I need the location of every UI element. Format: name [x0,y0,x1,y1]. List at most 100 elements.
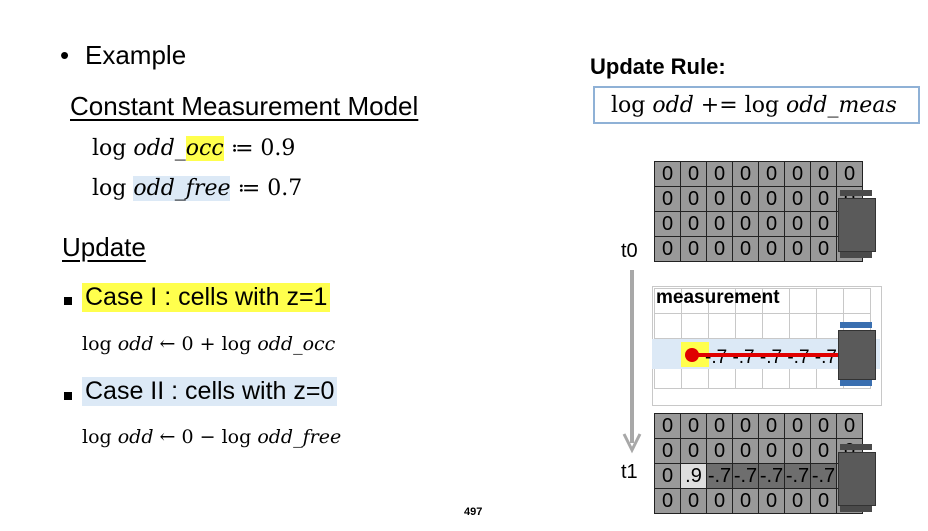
case2-var: odd_free [257,426,342,448]
occ-formula: log odd_occ ≔ 0.9 [92,136,295,161]
case1-label: Case I : cells with z=1 [82,283,331,312]
grid-cell: 0 [758,488,785,514]
grid-cell: 0 [680,236,707,262]
grid-cell: -.7 [732,463,759,489]
grid-cell: 0 [654,438,681,464]
grid-cell: 0 [732,211,759,237]
case2-op: ← 0 − log [159,426,252,448]
grid-cell: -.7 [810,463,837,489]
grid-cell: 0 [784,161,811,187]
case1-var: odd_occ [257,333,336,355]
grid-cell: 0 [680,413,707,439]
grid-cell: 0 [810,413,837,439]
grid-cell: 0 [784,438,811,464]
occ-value: ≔ 0.9 [230,136,296,161]
grid-cell: 0 [758,236,785,262]
grid-cell: -.7 [784,463,811,489]
free-log-text: log [92,176,127,201]
laser-beam-icon [685,348,848,362]
grid-cell: 0 [706,413,733,439]
grid-cell: 0 [680,488,707,514]
robot-icon [838,444,878,516]
case2-label: Case II : cells with z=0 [82,377,338,406]
grid-cell: 0 [810,236,837,262]
free-value: ≔ 0.7 [237,176,303,201]
grid-cell: 0 [758,211,785,237]
grid-cell: .9 [680,463,707,489]
grid-cell: 0 [706,488,733,514]
grid-cell: 0 [706,161,733,187]
grid-cell [654,313,682,339]
grid-cell: 0 [784,236,811,262]
grid-cell: 0 [706,211,733,237]
grid-cell [708,313,736,339]
t1-label: t1 [621,461,638,483]
grid-cell: 0 [654,413,681,439]
grid-cell [843,288,871,314]
grid-cell: 0 [654,161,681,187]
model-heading: Constant Measurement Model [70,91,419,121]
occ-var-highlight: occ [185,136,224,161]
case2-log: log [82,426,112,448]
measurement-label: measurement [656,287,780,308]
grid-cell: 0 [758,161,785,187]
grid-cell: 0 [732,488,759,514]
grid-t0: 00000000000000000000000000000000 [654,161,863,262]
grid-cell: 0 [654,236,681,262]
grid-cell: 0 [810,211,837,237]
grid-cell: 0 [758,438,785,464]
example-heading: Example [85,40,187,70]
case2-odd: odd [117,426,154,448]
square-bullet-icon [64,297,72,305]
grid-cell: 0 [810,186,837,212]
grid-cell: 0 [680,438,707,464]
free-formula: log odd_free ≔ 0.7 [92,176,302,201]
grid-cell: 0 [784,186,811,212]
grid-cell: 0 [680,186,707,212]
grid-cell: 0 [654,186,681,212]
grid-cell: 0 [732,161,759,187]
square-bullet-icon [64,392,72,400]
grid-cell [735,313,763,339]
grid-cell: -.7 [706,463,733,489]
case2-formula: log odd ← 0 − log odd_free [82,426,341,448]
grid-cell [789,313,817,339]
t0-label: t0 [621,240,638,262]
case1-odd: odd [117,333,154,355]
update-rule-box: log odd += log odd_meas [593,86,920,124]
grid-cell: 0 [836,161,863,187]
grid-cell: 0 [732,413,759,439]
case1-formula: log odd ← 0 + log odd_occ [82,333,335,355]
grid-cell: 0 [732,186,759,212]
grid-cell: 0 [680,211,707,237]
robot-icon [838,190,878,262]
grid-cell: 0 [706,236,733,262]
time-arrow-icon [622,270,642,454]
grid-cell [762,313,790,339]
measurement-values: -.7 -.7 -.7 -.7 -.7 [705,347,837,368]
case1-op: ← 0 + log [159,333,252,355]
robot-icon [838,322,878,386]
update-heading: Update [62,232,146,262]
grid-row: 0.9-.7-.7-.7-.7-.70 [654,463,863,489]
grid-cell: -.7 [758,463,785,489]
grid-cell: 0 [810,488,837,514]
grid-cell: 0 [732,438,759,464]
grid-cell: 0 [654,211,681,237]
grid-cell: 0 [654,488,681,514]
grid-cell: 0 [732,236,759,262]
grid-cell: 0 [810,438,837,464]
grid-cell [789,288,817,314]
grid-cell: 0 [758,186,785,212]
rule-var2: odd_meas [786,92,897,118]
grid-cell: 0 [654,463,681,489]
grid-cell: 0 [784,413,811,439]
